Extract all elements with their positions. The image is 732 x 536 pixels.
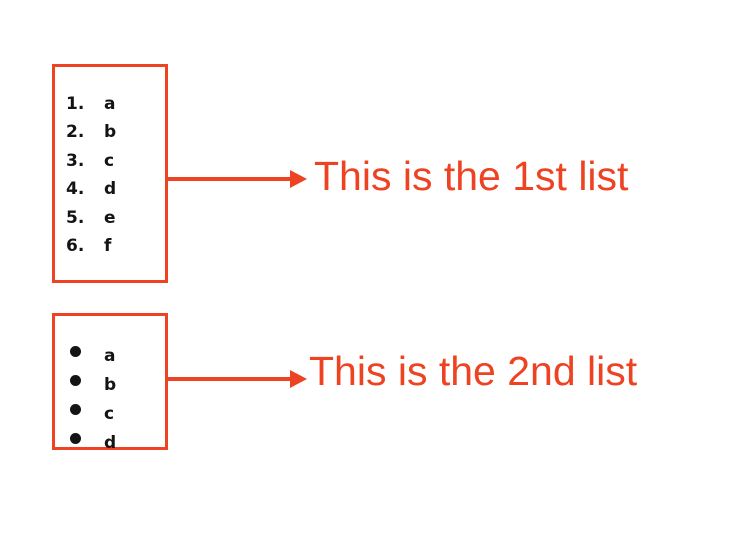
list-item-label: d	[104, 432, 117, 453]
list-item-marker: 5.	[66, 207, 85, 228]
bullet-dot-icon	[70, 432, 81, 444]
bullet-dot-icon	[70, 345, 81, 357]
list-item-label: e	[104, 207, 116, 228]
numbered-list-box: 1. a 2. b 3. c 4. d 5. e 6. f	[52, 64, 168, 283]
arrow-right-icon	[168, 164, 308, 194]
arrow-shaft	[168, 177, 291, 181]
list-item-label: a	[104, 345, 116, 366]
list-item-label: d	[104, 178, 117, 199]
bullet-dot-icon	[70, 374, 81, 386]
list-item-label: a	[104, 93, 116, 114]
arrow-right-icon	[168, 364, 308, 394]
arrow-shaft	[168, 377, 291, 381]
bulleted-list: a b c d	[55, 316, 165, 451]
list-item-marker: 4.	[66, 178, 85, 199]
list-item-marker: 1.	[66, 93, 85, 114]
bulleted-list-box: a b c d	[52, 313, 168, 451]
list-item-label: b	[104, 374, 117, 395]
numbered-list: 1. a 2. b 3. c 4. d 5. e 6. f	[55, 67, 165, 280]
first-list-callout-label: This is the 1st list	[314, 153, 629, 199]
list-item-marker: 3.	[66, 150, 85, 171]
list-item-label: f	[104, 235, 112, 256]
list-item-label: c	[104, 403, 115, 424]
list-item-marker: 2.	[66, 121, 85, 142]
bullet-dot-icon	[70, 403, 81, 415]
arrow-head	[290, 370, 307, 388]
list-item-label: c	[104, 150, 115, 171]
list-item-marker: 6.	[66, 235, 85, 256]
second-list-callout-label: This is the 2nd list	[309, 348, 638, 394]
arrow-head	[290, 170, 307, 188]
list-item-label: b	[104, 121, 117, 142]
